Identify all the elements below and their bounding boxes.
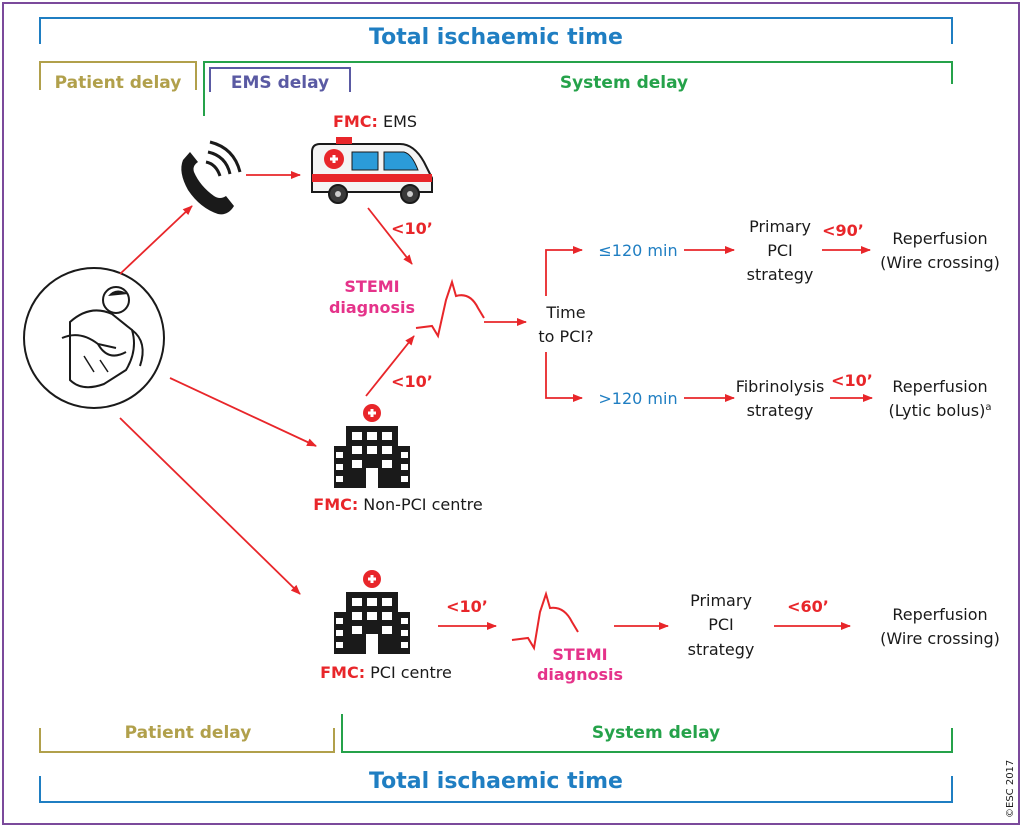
le120-min-label: ≤120 min bbox=[598, 241, 677, 260]
top-system-delay-bracket bbox=[203, 61, 953, 116]
ambulance-icon bbox=[311, 137, 433, 204]
primary-to-reperfusion-time: <90’ bbox=[822, 221, 864, 240]
reperfusion-lytic-line2: (Lytic bolus)a bbox=[888, 401, 991, 420]
top-system-delay: System delay bbox=[560, 73, 688, 93]
reperfusion-lytic-line1: Reperfusion bbox=[892, 377, 987, 396]
reperfusion-upper-line2: (Wire crossing) bbox=[880, 253, 1000, 272]
non-pci-to-diagnosis-time: <10’ bbox=[391, 372, 433, 391]
primary-pci-strategy-line1: Primary bbox=[749, 217, 811, 236]
top-total-bracket bbox=[39, 17, 953, 44]
arrow-ems-to-diagnosis bbox=[367, 207, 413, 265]
time-to-pci-line2: to PCI? bbox=[538, 327, 593, 346]
fmc-non-pci-label: FMC:Non-PCI centre bbox=[313, 495, 482, 514]
primary-pci-strategy-line2: PCI bbox=[767, 241, 793, 260]
arrow-patient-to-non-pci bbox=[169, 377, 317, 447]
bottom-system-delay-bracket bbox=[341, 714, 953, 753]
reperfusion-lower-line1: Reperfusion bbox=[892, 605, 987, 624]
patient-chest-pain-icon bbox=[23, 267, 165, 409]
fibrinolysis-to-reperfusion-time: <10’ bbox=[831, 371, 873, 390]
pci-primary-strategy-line2: PCI bbox=[708, 615, 734, 634]
non-pci-hospital-icon bbox=[334, 404, 410, 488]
top-ems-delay: EMS delay bbox=[231, 73, 329, 93]
bottom-system-delay: System delay bbox=[592, 723, 720, 743]
bottom-total-ischaemic-time: Total ischaemic time bbox=[369, 769, 623, 794]
stemi-diagnosis-lower-line1: STEMI bbox=[552, 645, 607, 664]
reperfusion-upper-line1: Reperfusion bbox=[892, 229, 987, 248]
pci-hospital-icon bbox=[334, 570, 410, 654]
time-to-pci-line1: Time bbox=[545, 303, 585, 322]
stemi-diagnosis-line1: STEMI bbox=[344, 277, 399, 296]
pci-to-diagnosis-time: <10’ bbox=[446, 597, 488, 616]
bottom-patient-delay-bracket bbox=[39, 728, 335, 753]
ecg-trace-icon-upper bbox=[415, 278, 485, 339]
arrow-patient-to-phone bbox=[119, 205, 193, 275]
fibrinolysis-strategy-line1: Fibrinolysis bbox=[736, 377, 825, 396]
fmc-pci-label: FMC:PCI centre bbox=[320, 663, 452, 682]
bottom-patient-delay: Patient delay bbox=[125, 723, 252, 743]
bottom-total-bracket bbox=[39, 776, 953, 803]
ecg-trace-icon-lower bbox=[511, 590, 579, 651]
copyright-label: ©ESC 2017 bbox=[1005, 760, 1016, 818]
arrow-to-gt120 bbox=[545, 352, 583, 402]
top-ems-delay-bracket bbox=[209, 67, 351, 92]
ems-to-diagnosis-time: <10’ bbox=[391, 219, 433, 238]
fibrinolysis-strategy-line2: strategy bbox=[747, 401, 814, 420]
top-patient-delay: Patient delay bbox=[55, 73, 182, 93]
primary-pci-strategy-line3: strategy bbox=[747, 265, 814, 284]
stemi-diagnosis-lower-line2: diagnosis bbox=[537, 665, 623, 684]
top-patient-delay-bracket bbox=[39, 61, 197, 90]
gt120-min-label: >120 min bbox=[598, 389, 677, 408]
top-total-ischaemic-time: Total ischaemic time bbox=[369, 25, 623, 50]
fmc-ems-label: FMC:EMS bbox=[333, 112, 417, 131]
reperfusion-lower-line2: (Wire crossing) bbox=[880, 629, 1000, 648]
arrow-to-le120 bbox=[545, 246, 583, 296]
pci-primary-strategy-line3: strategy bbox=[688, 640, 755, 659]
phone-icon bbox=[181, 140, 242, 215]
arrow-non-pci-to-diagnosis bbox=[365, 335, 415, 397]
pci-primary-to-reperfusion-time: <60’ bbox=[787, 597, 829, 616]
stemi-diagnosis-line2: diagnosis bbox=[329, 298, 415, 317]
arrow-patient-to-pci bbox=[119, 417, 301, 595]
pci-primary-strategy-line1: Primary bbox=[690, 591, 752, 610]
